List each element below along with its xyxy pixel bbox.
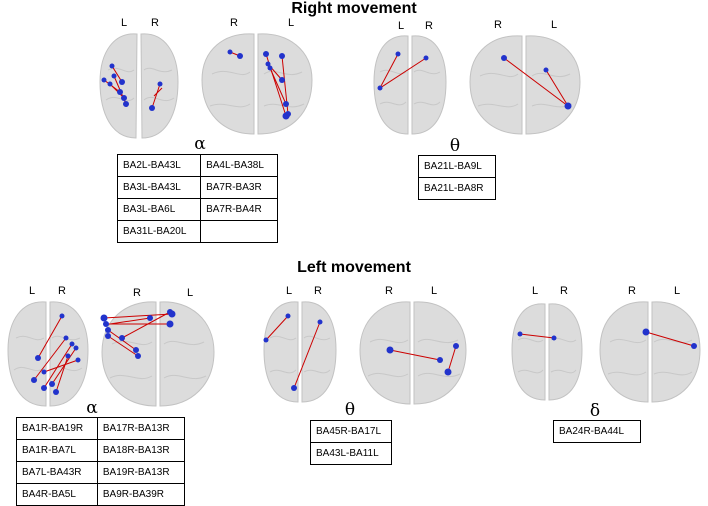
alpha-band-label: α (194, 134, 206, 154)
table-cell: BA4L-BA38L (200, 154, 278, 177)
table-row: BA45R-BA17L (310, 420, 392, 443)
hemisphere-label-right: R (314, 285, 322, 297)
right-theta-connection-table: BA21L-BA9L BA21L-BA8R (418, 155, 496, 200)
table-row: BA21L-BA8R (418, 177, 496, 200)
hemisphere-label-right: R (494, 19, 502, 31)
brain-top-view (7, 301, 89, 407)
table-row: BA43L-BA11L (310, 442, 392, 465)
left-movement-title: Left movement (297, 259, 411, 276)
table-cell: BA9R-BA39R (96, 483, 186, 506)
table-cell: BA18R-BA13R (96, 439, 186, 462)
delta-band-label: δ (589, 401, 601, 421)
left-theta-connection-table: BA45R-BA17L BA43L-BA11L (310, 420, 392, 465)
table-cell: BA4R-BA5L (16, 483, 98, 506)
hemisphere-label-right: R (385, 285, 393, 297)
brain-front-view (201, 33, 313, 135)
hemisphere-label-right: R (425, 20, 433, 32)
table-row: BA21L-BA9L (418, 155, 496, 178)
hemisphere-label-left: L (551, 19, 558, 31)
hemisphere-label-right: R (230, 17, 238, 29)
hemisphere-label-right: R (628, 285, 636, 297)
hemisphere-label-left: L (532, 285, 539, 297)
alpha-band-label: α (86, 398, 98, 418)
hemisphere-label-right: R (58, 285, 66, 297)
table-row: BA31L-BA20L (116, 220, 278, 243)
table-cell: BA45R-BA17L (310, 420, 392, 443)
table-cell: BA43L-BA11L (310, 442, 392, 465)
brain-front-view (469, 35, 581, 135)
table-cell: BA17R-BA13R (96, 417, 186, 440)
brain-front-view (359, 301, 467, 405)
table-cell: BA19R-BA13R (96, 461, 186, 484)
table-cell: BA3L-BA43L (116, 176, 202, 199)
theta-band-label: θ (344, 400, 356, 420)
brain-front-view (599, 301, 701, 403)
brain-front-view (100, 301, 215, 407)
table-cell: BA31L-BA20L (116, 220, 202, 243)
hemisphere-label-right: R (151, 17, 159, 29)
brain-top-view (511, 303, 583, 401)
table-cell (200, 220, 278, 243)
hemisphere-label-left: L (674, 285, 681, 297)
right-movement-title: Right movement (291, 0, 417, 17)
theta-band-label: θ (449, 136, 461, 156)
hemisphere-label-left: L (398, 20, 405, 32)
table-cell: BA7R-BA3R (200, 176, 278, 199)
brain-top-view (99, 33, 179, 139)
hemisphere-label-left: L (288, 17, 295, 29)
table-cell: BA21L-BA8R (418, 177, 496, 200)
hemisphere-label-right: R (560, 285, 568, 297)
hemisphere-label-left: L (431, 285, 438, 297)
hemisphere-label-left: L (187, 287, 194, 299)
table-row: BA24R-BA44L (553, 420, 641, 443)
brain-top-view (373, 35, 447, 135)
table-cell: BA7L-BA43R (16, 461, 98, 484)
hemisphere-label-left: L (286, 285, 293, 297)
table-cell: BA7R-BA4R (200, 198, 278, 221)
hemisphere-label-left: L (121, 17, 128, 29)
hemisphere-label-right: R (133, 287, 141, 299)
hemisphere-label-left: L (29, 285, 36, 297)
table-cell: BA1R-BA7L (16, 439, 98, 462)
brain-top-view (263, 301, 337, 403)
table-cell: BA24R-BA44L (553, 420, 641, 443)
table-cell: BA21L-BA9L (418, 155, 496, 178)
table-cell: BA3L-BA6L (116, 198, 202, 221)
table-cell: BA1R-BA19R (16, 417, 98, 440)
left-delta-connection-table: BA24R-BA44L (553, 420, 641, 443)
table-cell: BA2L-BA43L (116, 154, 202, 177)
